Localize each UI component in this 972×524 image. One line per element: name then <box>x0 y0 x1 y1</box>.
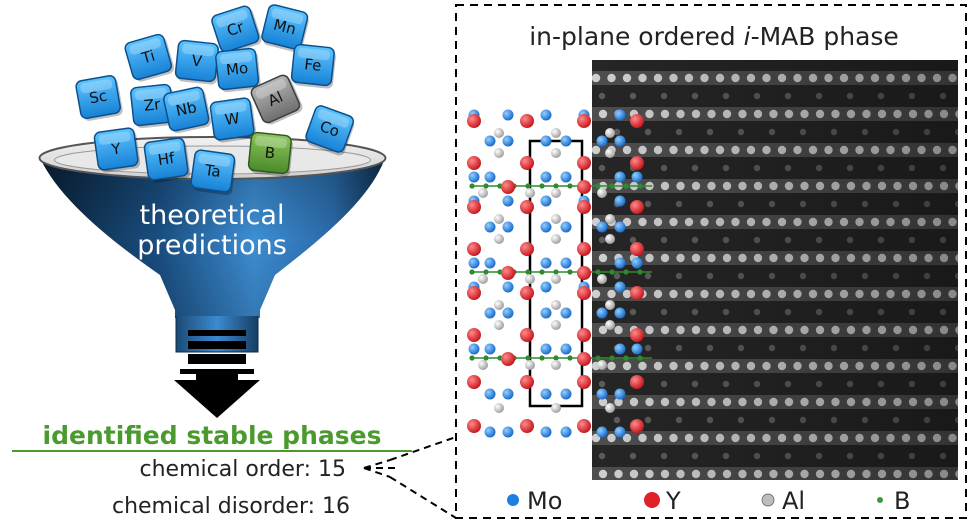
element-cube-label: Zr <box>143 95 162 115</box>
result-chemical-disorder: chemical disorder: 16 <box>112 494 350 519</box>
element-cube-v: V <box>174 39 220 85</box>
microscopy-image <box>592 60 958 480</box>
element-cube-label: Mo <box>225 59 249 79</box>
element-cube-label: Cr <box>225 18 247 41</box>
element-cube-label: Nb <box>174 98 198 120</box>
element-cube-label: Fe <box>303 55 322 75</box>
element-cube-al: Al <box>250 74 303 125</box>
connector-lines <box>363 436 457 519</box>
element-cube-w: W <box>209 97 257 143</box>
down-arrow-icon <box>174 330 260 418</box>
element-cube-label: Hf <box>157 149 177 169</box>
panel-frame <box>455 4 967 519</box>
element-cube-label: W <box>224 109 241 129</box>
element-cube-label: Mn <box>272 16 298 39</box>
element-cube-label: Al <box>265 88 286 110</box>
crystal-structure-model <box>467 109 652 438</box>
element-cube-co: Co <box>305 105 355 156</box>
result-chemical-order: chemical order: 15 <box>140 457 346 482</box>
element-cube-label: B <box>264 144 276 163</box>
legend-label: Y <box>665 487 681 515</box>
element-cube-mo: Mo <box>215 47 261 93</box>
element-cube-ta: Ta <box>190 149 237 196</box>
panel-title: in-plane ordered i-MAB phase <box>529 22 899 51</box>
element-cube-b: B <box>247 131 293 177</box>
funnel-text-line2: predictions <box>137 230 287 261</box>
element-cube-label: Sc <box>88 87 109 108</box>
element-cube-sc: Sc <box>75 75 123 121</box>
funnel-text-line1: theoretical <box>140 200 285 231</box>
legend-item-b: B <box>877 487 910 515</box>
element-cube-label: Ta <box>203 161 222 181</box>
legend-label: Mo <box>527 487 562 515</box>
legend-item-y: Y <box>644 487 681 515</box>
element-cube-label: Co <box>317 117 342 141</box>
element-cube-zr: Zr <box>130 83 176 129</box>
element-cube-label: Y <box>109 139 122 158</box>
legend: Mo Y Al B <box>507 487 910 515</box>
element-cube-ti: Ti <box>124 33 175 82</box>
element-cube-nb: Nb <box>163 86 212 134</box>
element-cube-hf: Hf <box>143 137 191 183</box>
legend-label: B <box>894 487 910 515</box>
element-cube-y: Y <box>93 127 141 173</box>
legend-label: Al <box>782 487 805 515</box>
element-cube-label: V <box>191 52 204 71</box>
element-cube-mn: Mn <box>261 4 309 53</box>
legend-item-mo: Mo <box>507 487 562 515</box>
legend-item-al: Al <box>761 487 805 515</box>
element-cube-cr: Cr <box>211 5 262 54</box>
element-cube-fe: Fe <box>290 43 336 89</box>
element-cube-label: Ti <box>139 47 157 68</box>
result-title: identified stable phases <box>43 421 382 450</box>
